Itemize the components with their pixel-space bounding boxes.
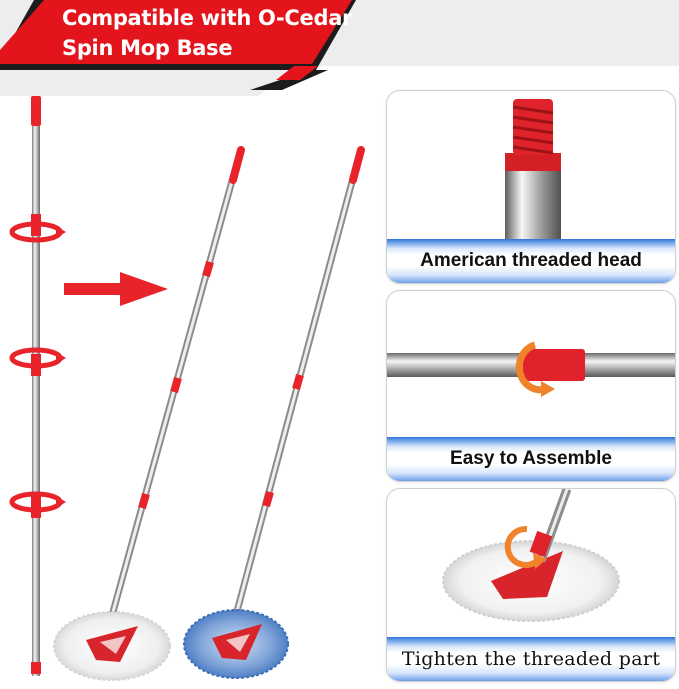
rotate-arrow-icon	[504, 525, 547, 569]
assemble-closeup	[387, 341, 675, 397]
banner-title-line-2: Spin Mop Base	[62, 36, 233, 60]
rotate-ring-3-icon	[9, 491, 66, 513]
panel-caption-assemble: Easy to Assemble	[387, 437, 675, 481]
assembled-mop-blue	[183, 146, 365, 679]
banner-graphic	[0, 0, 679, 96]
rotate-ring-1-icon	[9, 221, 66, 243]
panel-caption-tighten: Tighten the threaded part	[387, 637, 675, 681]
feature-panel-tighten: Tighten the threaded part	[386, 488, 676, 682]
threaded-head-closeup	[505, 99, 561, 239]
rotate-ring-2-icon	[9, 347, 66, 369]
banner-title-line-1: Compatible with O-Cedar	[62, 6, 353, 30]
feature-panel-assemble: Easy to Assemble	[386, 290, 676, 482]
rotate-arrow-icon	[515, 341, 555, 397]
disassembled-pole	[9, 96, 66, 676]
assembled-mop-white	[53, 146, 245, 681]
panel-caption-threaded-head: American threaded head	[387, 239, 675, 283]
header-banner: Compatible with O-Cedar Spin Mop Base	[0, 0, 679, 100]
right-arrow-icon	[64, 272, 168, 306]
tighten-closeup	[442, 489, 620, 622]
feature-panel-threaded-head: American threaded head	[386, 90, 676, 284]
mop-illustration	[0, 90, 370, 684]
